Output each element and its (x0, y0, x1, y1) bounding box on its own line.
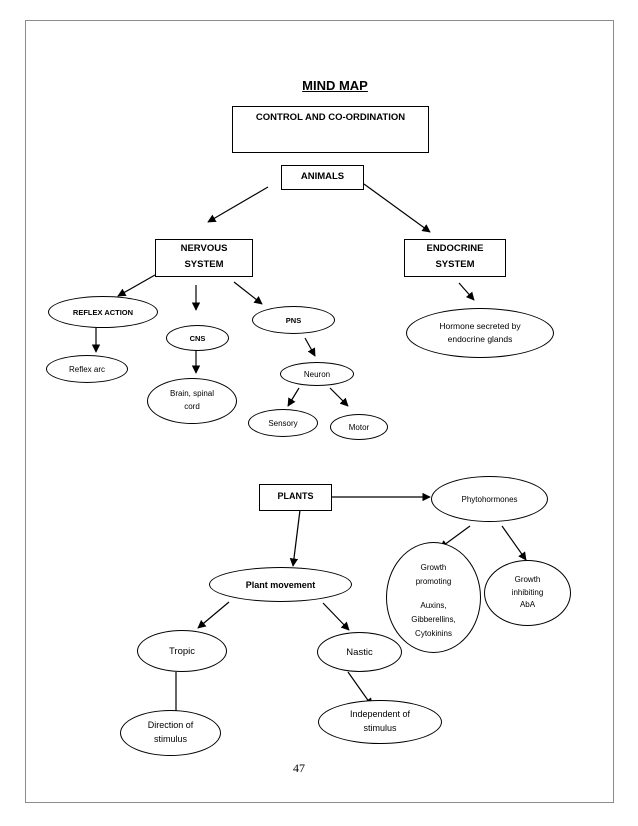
growth-promoting-line-4: Gibberellins, (411, 615, 456, 624)
reflex-action-label: REFLEX ACTION (72, 307, 134, 317)
hormone-line-2: endocrine glands (447, 334, 513, 344)
mind-map-title: MIND MAP (302, 78, 368, 93)
growth-inhibiting-line-3: AbA (519, 600, 536, 610)
control-coordination-box (232, 106, 429, 153)
control-coordination-label: CONTROL AND CO-ORDINATION (255, 112, 406, 123)
growth-inhibiting-node: Growth inhibiting AbA (484, 560, 571, 626)
arrow-neuron-sensory (287, 387, 300, 407)
endocrine-system-box (404, 239, 506, 277)
direction-line-2: stimulus (153, 734, 187, 744)
growth-promoting-line-1: Growth (420, 563, 447, 572)
pns-node: PNS (252, 306, 335, 334)
motor-node: Motor (330, 414, 388, 440)
cns-node: CNS (166, 325, 229, 351)
tropic-label: Tropic (168, 645, 196, 657)
reflex-arc-label: Reflex arc (68, 364, 105, 374)
sensory-node: Sensory (248, 409, 318, 437)
arrow-nervous-pns (233, 281, 263, 305)
endocrine-line-1: ENDOCRINE (426, 243, 484, 254)
cns-label: CNS (189, 333, 206, 343)
brain-line-1: Brain, spinal (169, 389, 215, 399)
plant-movement-node: Plant movement (209, 567, 352, 602)
arrow-movement-tropic (197, 601, 230, 629)
reflex-action-node: REFLEX ACTION (48, 296, 158, 328)
arrow-movement-nastic (322, 602, 350, 631)
page-number: 47 (293, 761, 305, 775)
hormone-line-1: Hormone secreted by (439, 321, 521, 332)
arrow-neuron-motor (329, 387, 349, 407)
brain-spinal-cord-node: Brain, spinal cord (147, 378, 237, 424)
independent-line-1: Independent of (349, 709, 411, 720)
direction-line-1: Direction of (147, 720, 194, 731)
neuron-label: Neuron (303, 369, 331, 379)
plants-box (259, 484, 332, 511)
plants-label: PLANTS (277, 491, 314, 501)
independent-of-stimulus-node: Independent of stimulus (318, 700, 442, 744)
nervous-line-1: NERVOUS (180, 243, 228, 254)
direction-of-stimulus-node: Direction of stimulus (120, 710, 221, 756)
arrow-animals-nervous (207, 186, 269, 223)
nervous-system-box (155, 239, 253, 277)
animals-box (281, 165, 364, 190)
growth-promoting-node: Growth promoting Auxins, Gibberellins, C… (386, 542, 481, 653)
arrow-nervous-reflex (117, 274, 156, 297)
arrow-endocrine-hormone (458, 282, 475, 301)
hormone-secreted-node: Hormone secreted by endocrine glands (406, 308, 554, 358)
nastic-node: Nastic (317, 632, 402, 672)
page-border (25, 20, 614, 803)
sensory-label: Sensory (268, 418, 298, 428)
growth-inhibiting-line-2: inhibiting (511, 587, 544, 597)
phytohormones-node: Phytohormones (431, 476, 548, 522)
arrow-phyto-inhibiting (501, 525, 527, 561)
nastic-label: Nastic (346, 646, 373, 658)
neuron-node: Neuron (280, 362, 354, 386)
phytohormones-label: Phytohormones (461, 494, 518, 504)
plant-movement-label: Plant movement (245, 579, 316, 590)
endocrine-line-2: SYSTEM (435, 259, 475, 270)
growth-promoting-line-2: promoting (415, 577, 452, 586)
pns-label: PNS (285, 315, 302, 325)
reflex-arc-node: Reflex arc (46, 355, 128, 383)
independent-line-2: stimulus (363, 723, 397, 733)
arrow-pns-neuron (304, 337, 316, 357)
growth-promoting-line-5: Cytokinins (415, 629, 452, 638)
arrow-plants-movement (289, 509, 301, 567)
growth-promoting-line-3: Auxins, (420, 601, 447, 610)
nervous-line-2: SYSTEM (184, 259, 224, 270)
tropic-node: Tropic (137, 630, 227, 672)
growth-inhibiting-line-1: Growth (514, 575, 541, 585)
animals-label: ANIMALS (300, 171, 345, 182)
arrow-animals-endocrine (363, 183, 431, 233)
motor-label: Motor (348, 422, 370, 432)
brain-line-2: cord (184, 402, 200, 411)
